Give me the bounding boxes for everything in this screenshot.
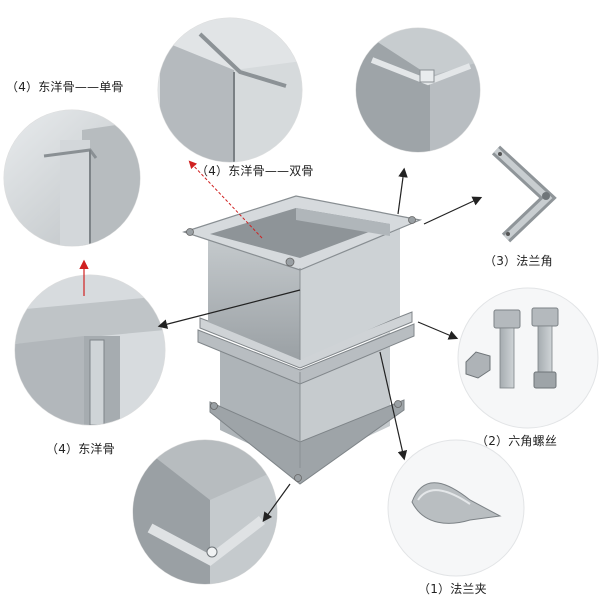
upper-duct-left-wall	[208, 240, 300, 360]
hex-bolts-part	[457, 287, 599, 429]
arrow-to-bottom-corner	[262, 483, 291, 522]
detail-double-bone	[157, 17, 303, 163]
label-dongyang-double: （4）东洋骨——双骨	[196, 164, 314, 178]
duct-inner-wall	[296, 208, 390, 236]
corner-bolt-icon	[294, 474, 302, 482]
corner-bolt-icon	[285, 257, 295, 267]
arrow-to-flange-clip	[379, 351, 408, 461]
label-flange-clip: （1）法兰夹	[418, 582, 487, 596]
corner-bolt-icon	[408, 216, 416, 224]
label-flange-corner: （3）法兰角	[484, 254, 553, 268]
duct-assembly	[182, 195, 423, 485]
arrow-to-flange-corner	[423, 196, 483, 225]
detail-corner-inside	[355, 27, 481, 153]
flange-corner-part	[491, 145, 557, 243]
detail-single-bone	[3, 109, 141, 247]
arrow-to-hex-bolt	[417, 321, 459, 340]
label-hex-bolt: （2）六角螺丝	[476, 434, 558, 448]
detail-bottom-corner	[132, 439, 278, 585]
callout-arrows	[79, 160, 483, 522]
corner-bolt-icon	[210, 402, 218, 410]
middle-flange-lower	[197, 323, 415, 385]
label-dongyang-single: （4）东洋骨——单骨	[6, 80, 124, 94]
corner-bolt-icon	[394, 400, 402, 408]
detail-dongyang-bone	[14, 274, 166, 426]
arrow-to-single-bone	[188, 160, 263, 239]
corner-bolt-icon	[186, 228, 194, 236]
flange-clip-part	[387, 439, 525, 577]
arrow-to-dongyang	[157, 289, 301, 329]
arrow-to-corner-inside	[397, 167, 408, 215]
label-dongyang: （4）东洋骨	[46, 442, 115, 456]
